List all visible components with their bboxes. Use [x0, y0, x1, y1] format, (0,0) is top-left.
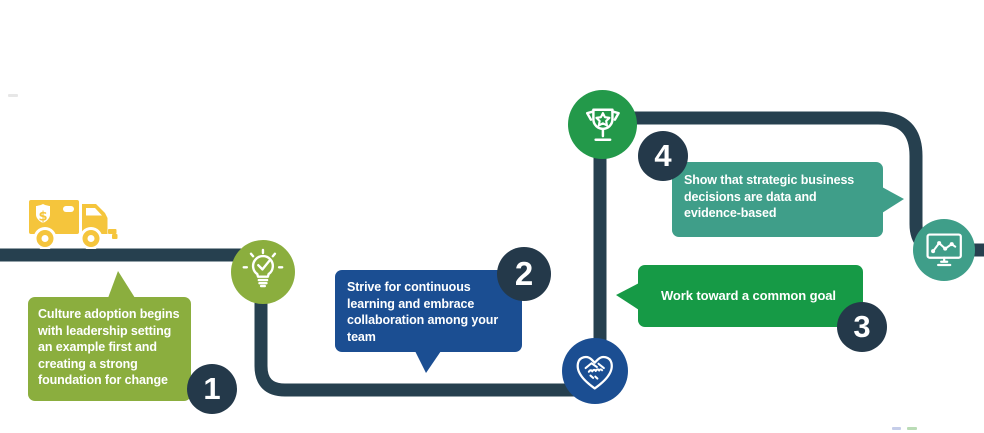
money-truck-icon: $ [29, 200, 118, 249]
step-3-bubble: Work toward a common goal [616, 265, 863, 327]
step-2-text: Strive for continuous learning and embra… [347, 280, 499, 344]
monitor-chart-milestone [913, 219, 975, 281]
lightbulb-check-icon [242, 248, 284, 288]
step-2-number-badge: 2 [497, 247, 551, 301]
step-4-number-badge: 4 [638, 131, 688, 181]
cropped-logo-fragment [907, 427, 917, 430]
trophy-star-icon [585, 108, 620, 141]
bubble-tail-right [882, 187, 904, 213]
handshake-heart-milestone [562, 338, 628, 404]
step-1-bubble: Culture adoption begins with leadership … [28, 271, 191, 401]
monitor-chart-icon [926, 233, 962, 266]
stray-mark [8, 94, 18, 97]
handshake-heart-icon [576, 356, 614, 390]
step-1-number-badge: 1 [187, 364, 237, 414]
step-2-bubble: Strive for continuous learning and embra… [335, 270, 522, 373]
step-3-number-badge: 3 [837, 302, 887, 352]
step-4-bubble: Show that strategic business decisions a… [672, 162, 904, 237]
step-1-text: Culture adoption begins with leadership … [38, 307, 180, 388]
bubble-tail-up [108, 271, 135, 298]
step-3-text: Work toward a common goal [661, 288, 836, 303]
bubble-tail-left [616, 283, 639, 310]
lightbulb-check-milestone [231, 240, 295, 304]
bubble-tail-down [415, 351, 441, 373]
svg-text:$: $ [38, 210, 47, 225]
cropped-logo-fragment [892, 427, 901, 430]
step-4-text: Show that strategic business decisions a… [684, 173, 855, 221]
trophy-star-milestone [568, 90, 637, 159]
